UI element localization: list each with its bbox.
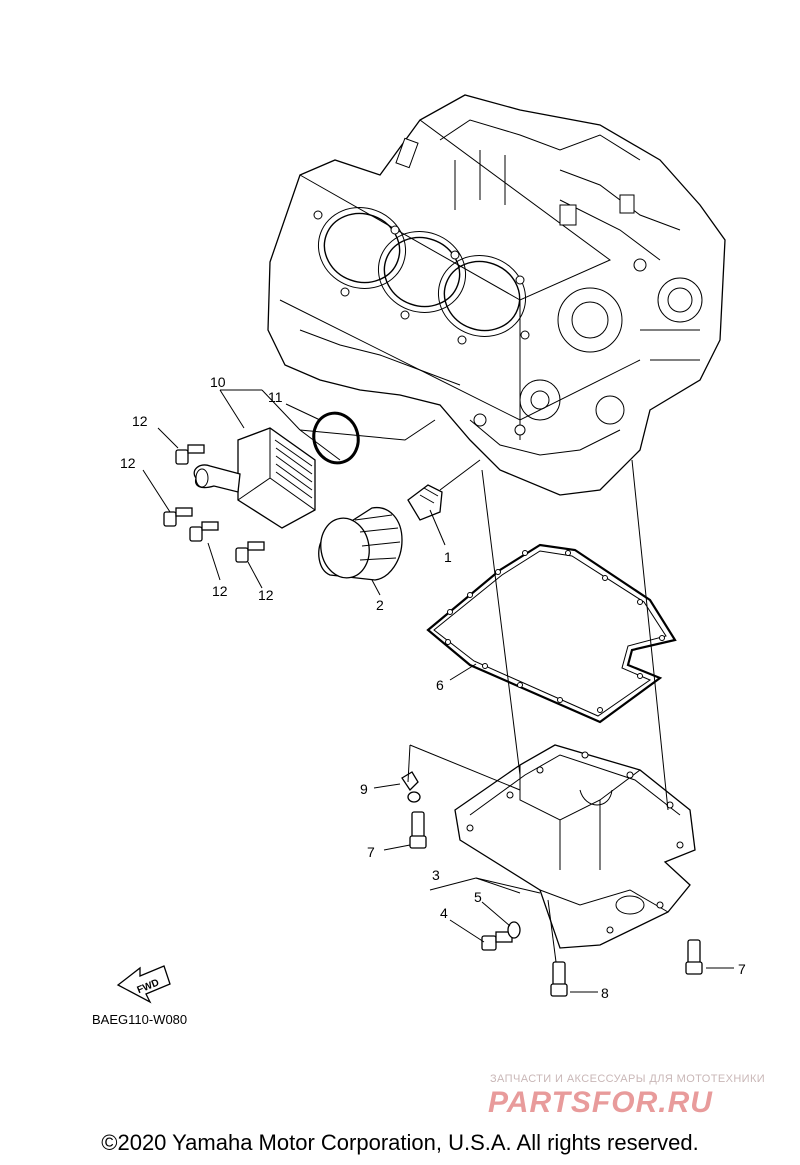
oil-filter bbox=[318, 507, 403, 581]
watermark-logo: PARTSFOR.RU bbox=[488, 1086, 713, 1119]
callout-11: 11 bbox=[268, 389, 283, 405]
copyright-notice: ©2020 Yamaha Motor Corporation, U.S.A. A… bbox=[101, 1130, 699, 1155]
oil-level-switch-clip bbox=[401, 771, 421, 803]
callout-4: 4 bbox=[440, 905, 448, 921]
watermark: ЗАПЧАСТИ И АКСЕССУАРЫ ДЛЯ МОТОТЕХНИКИ PA… bbox=[488, 1073, 765, 1119]
o-ring bbox=[312, 411, 360, 465]
pan-bolt bbox=[409, 811, 427, 849]
callout-12-bottom: 12 bbox=[212, 583, 228, 599]
oil-pan-gasket bbox=[426, 543, 677, 724]
pan-bolt bbox=[685, 939, 703, 975]
callout-6: 6 bbox=[436, 677, 444, 693]
drain-gasket bbox=[507, 921, 521, 939]
cooler-bolt bbox=[235, 541, 265, 563]
pan-bolt bbox=[550, 961, 568, 997]
callout-1: 1 bbox=[444, 549, 452, 565]
callout-2: 2 bbox=[376, 597, 384, 613]
callout-12-right: 12 bbox=[258, 587, 274, 603]
callout-12-left: 12 bbox=[120, 455, 136, 471]
drain-bolt bbox=[481, 931, 513, 951]
callout-7-left: 7 bbox=[367, 844, 375, 860]
cooler-bolt bbox=[175, 444, 205, 465]
engine-crankcase bbox=[267, 94, 726, 496]
leader-lines bbox=[142, 389, 734, 993]
callout-7-right: 7 bbox=[738, 961, 746, 977]
watermark-tagline: ЗАПЧАСТИ И АКСЕССУАРЫ ДЛЯ МОТОТЕХНИКИ bbox=[490, 1073, 765, 1085]
forward-arrow-icon: FWD bbox=[116, 965, 171, 1004]
callout-10: 10 bbox=[210, 374, 226, 390]
cooler-bolt bbox=[163, 507, 193, 527]
callout-12-top: 12 bbox=[132, 413, 148, 429]
oil-cooler bbox=[193, 427, 316, 529]
callout-8: 8 bbox=[601, 985, 609, 1001]
union-bolt bbox=[407, 484, 443, 521]
callout-3: 3 bbox=[432, 867, 440, 883]
diagram-code: BAEG110-W080 bbox=[92, 1012, 187, 1027]
cooler-bolt bbox=[189, 521, 219, 542]
callout-5: 5 bbox=[474, 889, 482, 905]
callout-9: 9 bbox=[360, 781, 368, 797]
oil-pan bbox=[454, 744, 696, 949]
